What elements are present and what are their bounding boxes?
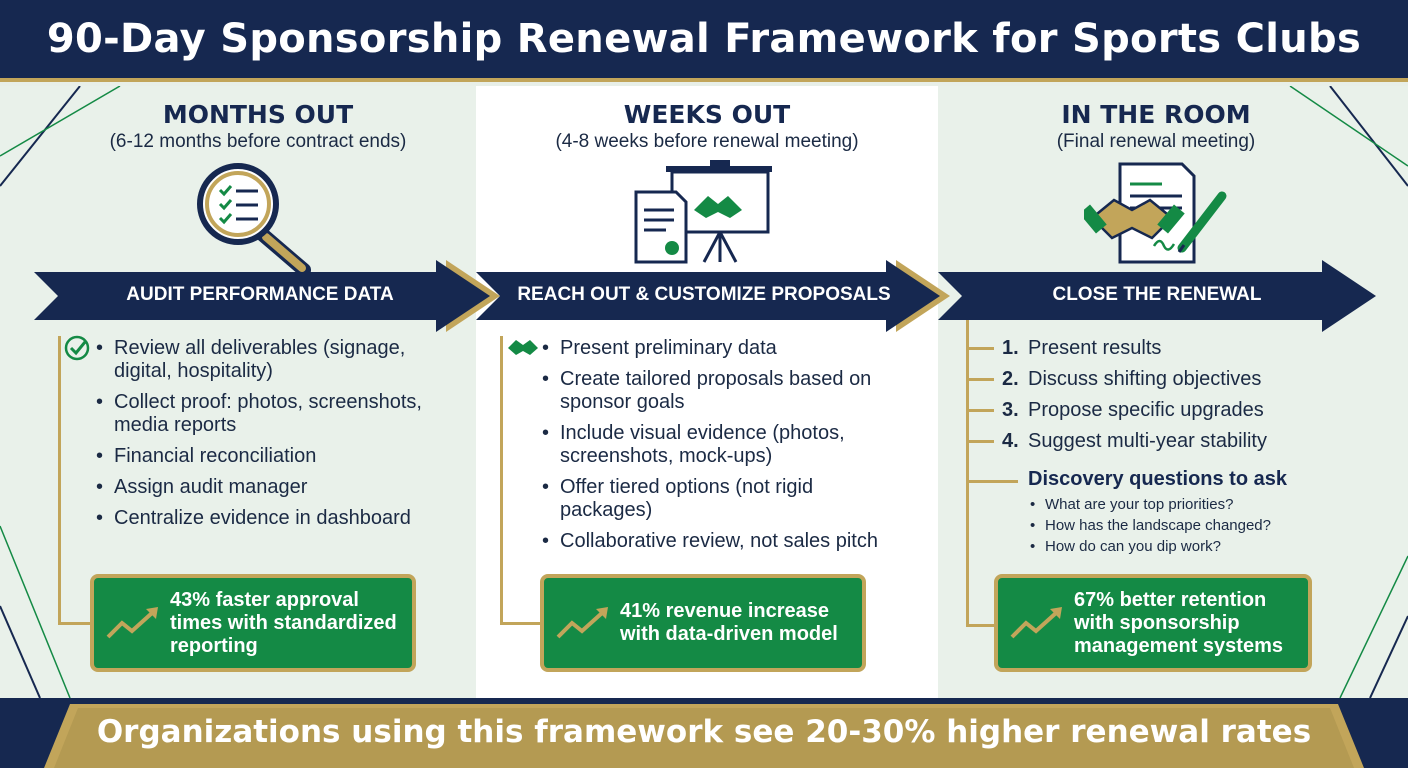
- stat-box-retention: 67% better retention with sponsorship ma…: [994, 574, 1312, 672]
- list-item: How has the landscape changed?: [1030, 515, 1271, 536]
- connector-line: [58, 336, 61, 624]
- column-heading: IN THE ROOM: [1061, 100, 1251, 129]
- connector-tick: [966, 409, 994, 412]
- list-item: Create tailored proposals based on spons…: [540, 368, 892, 414]
- column-header-weeks-out: WEEKS OUT (4-8 weeks before renewal meet…: [476, 100, 938, 153]
- column-subheading: (4-8 weeks before renewal meeting): [555, 131, 859, 152]
- list-item: Present preliminary data: [540, 337, 892, 360]
- column-header-months-out: MONTHS OUT (6-12 months before contract …: [40, 100, 476, 153]
- list-item: 4. Suggest multi-year stability: [1002, 430, 1362, 461]
- list-item: Financial reconciliation: [94, 445, 462, 468]
- step-text: Suggest multi-year stability: [1028, 430, 1267, 452]
- connector-tick: [966, 624, 998, 627]
- page-title: 90-Day Sponsorship Renewal Framework for…: [46, 16, 1362, 62]
- list-item: 1. Present results: [1002, 337, 1362, 368]
- stat-text: 67% better retention with sponsorship ma…: [1074, 588, 1283, 657]
- connector-tick: [500, 622, 544, 625]
- list-item: Include visual evidence (photos, screens…: [540, 422, 892, 468]
- connector-tick: [966, 347, 994, 350]
- list-item: 2. Discuss shifting objectives: [1002, 368, 1362, 399]
- step-number: 3.: [1002, 399, 1019, 421]
- stat-box-revenue: 41% revenue increase with data-driven mo…: [540, 574, 866, 672]
- list-item: Collaborative review, not sales pitch: [540, 530, 892, 553]
- discovery-questions-list: What are your top priorities? How has th…: [1030, 494, 1271, 557]
- step-number: 1.: [1002, 337, 1019, 359]
- list-item: Review all deliverables (signage, digita…: [94, 337, 462, 383]
- discovery-questions-title: Discovery questions to ask: [1028, 468, 1287, 490]
- handshake-contract-icon: [1079, 160, 1232, 271]
- check-circle-icon: [64, 334, 92, 367]
- trend-up-icon: [106, 607, 158, 639]
- step-text: Present results: [1028, 337, 1162, 359]
- column-heading: MONTHS OUT: [162, 100, 354, 129]
- list-item: 3. Propose specific upgrades: [1002, 399, 1362, 430]
- column-header-in-the-room: IN THE ROOM (Final renewal meeting): [938, 100, 1374, 153]
- stat-text: 43% faster approval times with standardi…: [170, 588, 397, 657]
- title-bar: 90-Day Sponsorship Renewal Framework for…: [0, 0, 1408, 82]
- list-item: Offer tiered options (not rigid packages…: [540, 476, 892, 522]
- background-lines: [0, 86, 1408, 698]
- footer-banner: [0, 698, 1408, 768]
- close-steps-list: 1. Present results 2. Discuss shifting obj…: [1002, 337, 1362, 461]
- connector-tick: [966, 440, 994, 443]
- connector-line: [500, 336, 503, 624]
- presentation-handshake-icon: [632, 160, 780, 271]
- step-number: 4.: [1002, 430, 1019, 452]
- step-text: Propose specific upgrades: [1028, 399, 1264, 421]
- step-number: 2.: [1002, 368, 1019, 390]
- step-text: Discuss shifting objectives: [1028, 368, 1262, 390]
- stage-label-reach-out: REACH OUT & CUSTOMIZE PROPOSALS: [517, 284, 891, 305]
- column-heading: WEEKS OUT: [623, 100, 791, 129]
- column-subheading: (Final renewal meeting): [1056, 131, 1256, 152]
- stat-box-approval: 43% faster approval times with standardi…: [90, 574, 416, 672]
- stage-arrows: [34, 260, 1376, 332]
- magnifier-checklist-icon: [196, 160, 324, 285]
- audit-bullet-list: Review all deliverables (signage, digita…: [94, 337, 462, 538]
- list-item: What are your top priorities?: [1030, 494, 1271, 515]
- stage-label-audit: AUDIT PERFORMANCE DATA: [126, 284, 394, 305]
- stat-text: 41% revenue increase with data-driven mo…: [620, 600, 838, 645]
- column-subheading: (6-12 months before contract ends): [109, 131, 407, 152]
- connector-tick: [966, 378, 994, 381]
- list-item: Centralize evidence in dashboard: [94, 507, 462, 530]
- connector-tick: [966, 480, 1018, 483]
- connector-line: [966, 320, 969, 626]
- stage-label-close: CLOSE THE RENEWAL: [1052, 284, 1262, 305]
- proposal-bullet-list: Present preliminary data Create tailored…: [540, 337, 892, 561]
- trend-up-icon: [1010, 607, 1062, 639]
- footer-text: Organizations using this framework see 2…: [96, 714, 1312, 750]
- handshake-icon: [506, 336, 540, 363]
- list-item: Assign audit manager: [94, 476, 462, 499]
- list-item: Collect proof: photos, screenshots, medi…: [94, 391, 462, 437]
- connector-tick: [58, 622, 94, 625]
- trend-up-icon: [556, 607, 608, 639]
- list-item: How do can you dip work?: [1030, 536, 1271, 557]
